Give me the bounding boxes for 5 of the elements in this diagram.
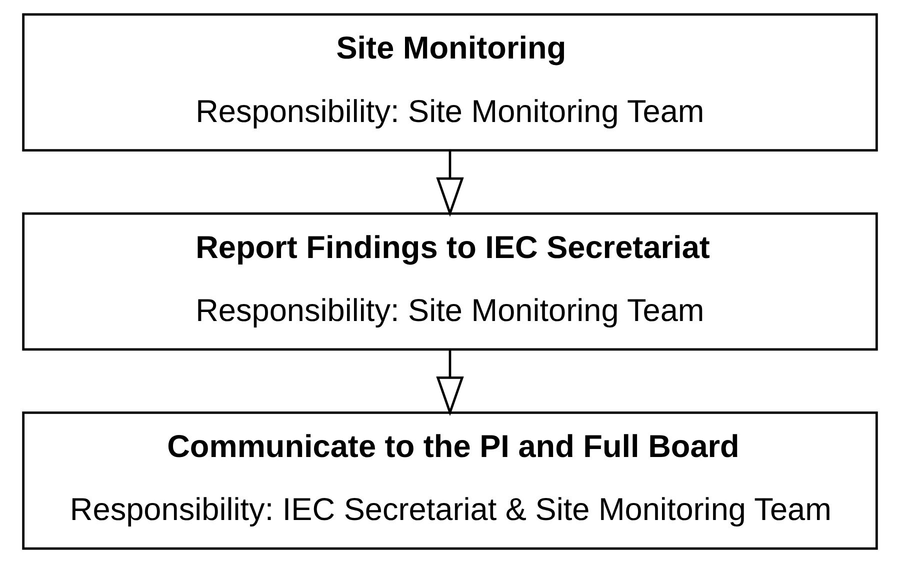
arrow [436, 150, 464, 217]
node-box: Site Monitoring Responsibility: Site Monitoring Team [22, 13, 878, 152]
node-box: Report Findings to IEC Secretariat Responsibility: Site Monitoring Team [22, 212, 878, 351]
node-box: Communicate to the PI and Full Board Responsibility: IEC Secretariat & Site Monitoring Team [22, 411, 878, 550]
arrow [436, 350, 464, 416]
